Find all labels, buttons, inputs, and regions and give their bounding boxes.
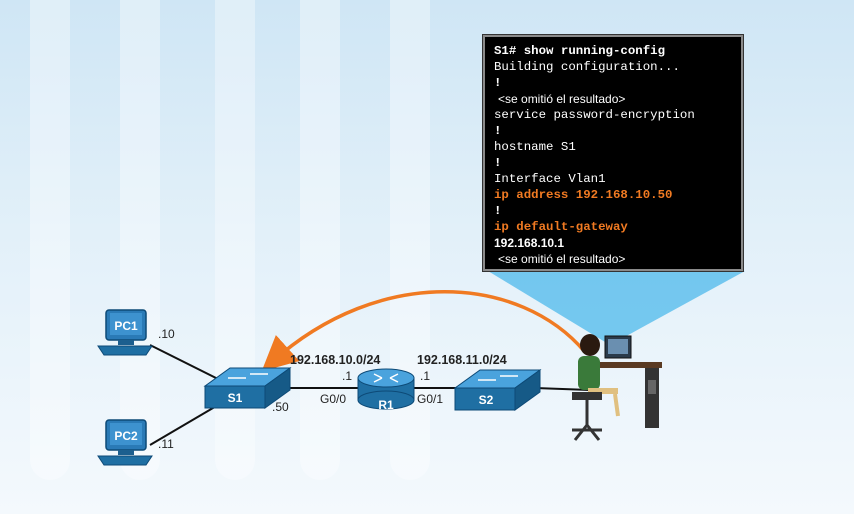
r1-left-host-label: .1 <box>342 369 353 383</box>
pc2-icon <box>97 419 153 466</box>
network-left-label: 192.168.10.0/24 <box>290 353 381 367</box>
admin-workstation-icon <box>572 334 662 441</box>
terminal-command: show running-config <box>523 44 666 58</box>
terminal-line: ! <box>494 204 502 218</box>
pc1-icon <box>97 309 153 356</box>
r1-right-interface-label: G0/1 <box>417 392 444 406</box>
background-stripe <box>300 0 340 480</box>
s2-label: S2 <box>479 393 494 407</box>
terminal-line-highlight: ip default-gateway <box>494 220 628 234</box>
r1-right-host-label: .1 <box>420 369 431 383</box>
terminal-line: ! <box>494 76 502 90</box>
terminal-output: S1# show running-config Building configu… <box>483 35 743 271</box>
terminal-line-highlight: ip address 192.168.10.50 <box>494 188 673 202</box>
terminal-line: hostname S1 <box>494 140 576 154</box>
s1-host-label: .50 <box>272 400 289 414</box>
pc1-host-label: .10 <box>158 327 175 341</box>
terminal-line: S1# show running-config <box>494 43 741 59</box>
r1-left-interface-label: G0/0 <box>320 392 347 406</box>
terminal-line: 192.168.10.1 <box>494 236 565 250</box>
terminal-line: ! <box>494 156 502 170</box>
s1-switch-icon <box>203 367 292 409</box>
background-stripe <box>120 0 160 480</box>
terminal-line: <se omitió el resultado> <box>498 252 626 266</box>
r1-router-icon <box>357 368 415 410</box>
s1-label: S1 <box>228 391 243 405</box>
terminal-line: Building configuration... <box>494 60 680 74</box>
pc2-host-label: .11 <box>158 437 174 451</box>
terminal-line: <se omitió el resultado> <box>498 92 626 106</box>
s2-switch-icon <box>453 369 542 411</box>
pc1-label: PC1 <box>114 319 138 333</box>
config-arrow <box>261 290 587 372</box>
terminal-line: ! <box>494 124 502 138</box>
terminal-line: Interface Vlan1 <box>494 172 606 186</box>
network-right-label: 192.168.11.0/24 <box>417 353 507 367</box>
link-s2-admin <box>534 387 591 391</box>
terminal-prompt: S1# <box>494 44 517 58</box>
r1-label: R1 <box>378 398 394 412</box>
terminal-line: service password-encryption <box>494 108 695 122</box>
pc2-label: PC2 <box>114 429 138 443</box>
background-stripe <box>30 0 70 480</box>
